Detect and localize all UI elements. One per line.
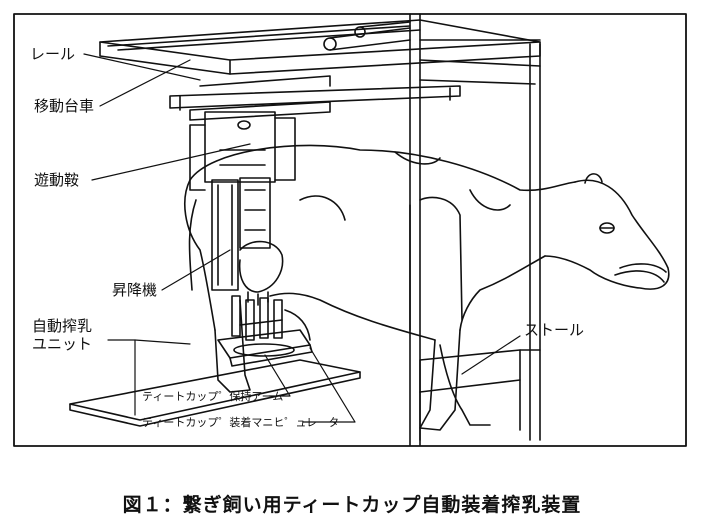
leader-lines (83, 53, 521, 423)
label-teatcup-manipulator: ティートカップ゜装着マニヒ゜ュレータ (142, 416, 340, 429)
teatcup-manipulator (217, 295, 313, 367)
lift-column (211, 177, 271, 291)
moving-cart (169, 75, 461, 121)
label-rail: レール (30, 45, 76, 63)
label-teatcup-holding-arm: ティートカップ゜保持アーム (142, 390, 284, 403)
milking-unit-platform (69, 359, 361, 427)
figure-border (13, 13, 687, 447)
figure-caption: 図１：繋ぎ飼い用ティートカップ自動装着搾乳装置 (122, 494, 582, 516)
label-moving-cart: 移動台車 (34, 97, 95, 115)
label-unit-line1: 自動搾乳 (32, 317, 93, 335)
label-lift: 昇降機 (112, 281, 158, 299)
label-stall: ストール (524, 321, 585, 339)
label-floating-saddle: 遊動鞍 (34, 171, 80, 189)
stall (409, 196, 541, 441)
cow (184, 144, 670, 431)
label-unit-line2: ユニット (32, 335, 93, 353)
